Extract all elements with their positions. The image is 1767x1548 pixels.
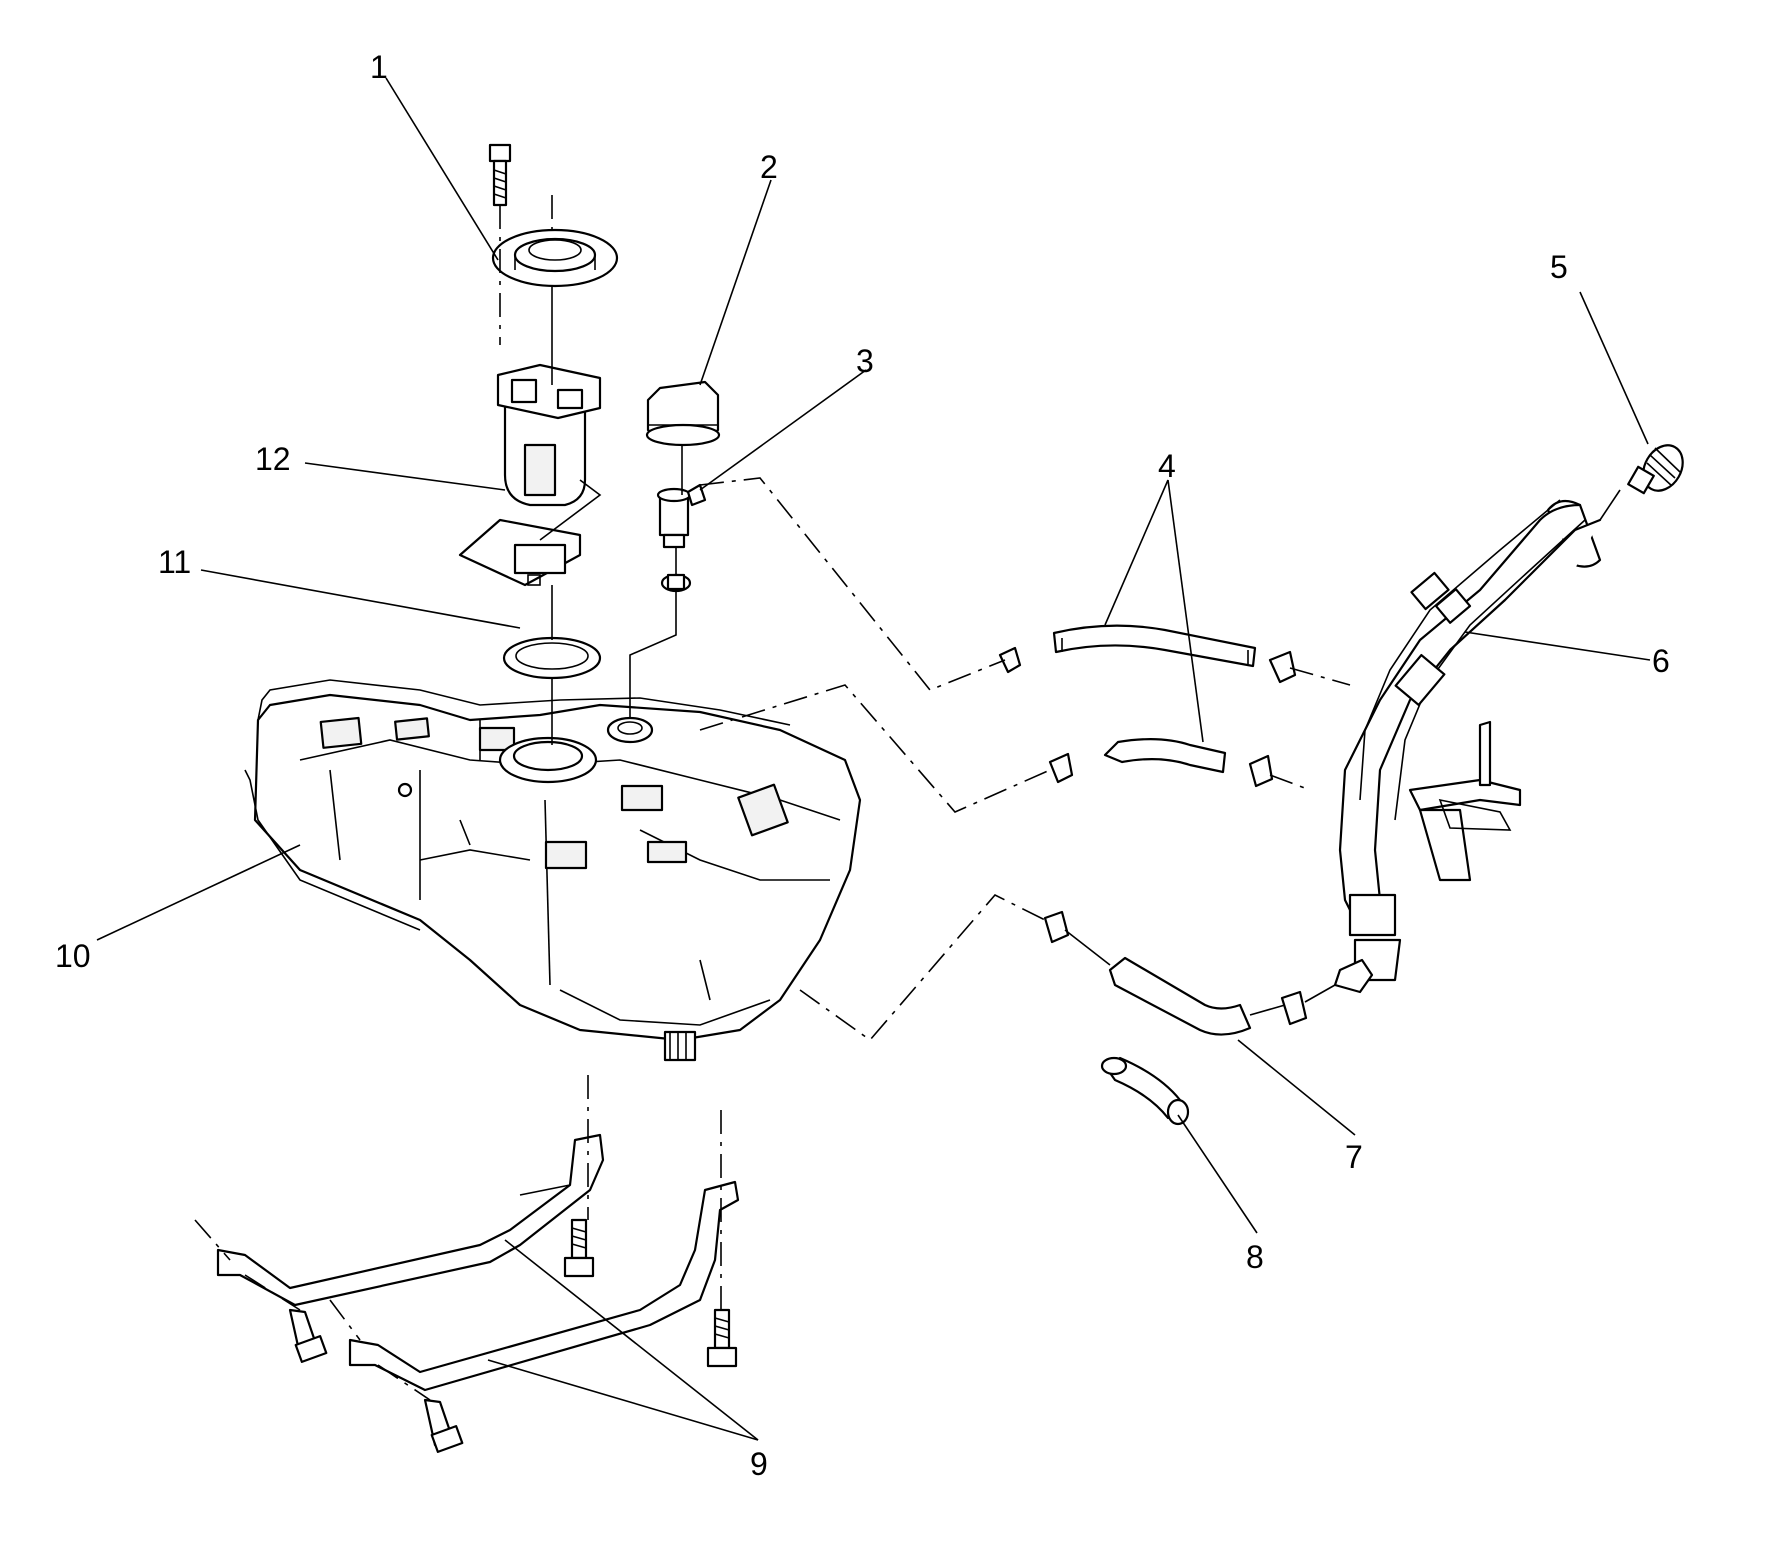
assembly-center-lines [194,195,1621,1401]
callout-1: 1 [370,49,388,85]
callout-10: 10 [55,938,91,974]
callout-leaders [96,77,1651,1441]
callout-7: 7 [1345,1139,1363,1175]
callout-9: 9 [750,1446,768,1482]
callout-5: 5 [1550,249,1568,285]
callout-8: 8 [1246,1239,1264,1275]
strap-bolt-2 [706,1308,738,1368]
filler-hose [1043,910,1374,1036]
fuel-pump-module [458,363,602,587]
strap-bolt-4 [423,1398,464,1454]
pump-bolt [488,143,512,207]
hose-elbow [1100,1056,1190,1126]
tank-strap-rear [216,1133,605,1307]
strap-bolt-1 [563,1218,595,1278]
callout-6: 6 [1652,643,1670,679]
fuel-tank [244,679,862,1062]
callout-2: 2 [760,149,778,185]
callout-4: 4 [1158,448,1176,484]
pump-seal [502,636,602,680]
filler-pipe [1338,499,1602,982]
vapor-hose-upper [998,624,1297,684]
vent-valve [656,483,707,593]
callout-11: 11 [158,544,191,580]
callout-labels: 1 2 3 4 5 6 7 8 9 10 11 12 [55,49,1670,1482]
callout-12: 12 [255,441,291,477]
strap-bolt-3 [288,1308,328,1364]
callout-3: 3 [856,343,874,379]
tank-strap-front [348,1180,740,1392]
sender-cap [645,380,721,447]
filler-cap [1627,444,1684,495]
retainer-ring [491,228,619,288]
vapor-hose-lower [1048,738,1274,788]
